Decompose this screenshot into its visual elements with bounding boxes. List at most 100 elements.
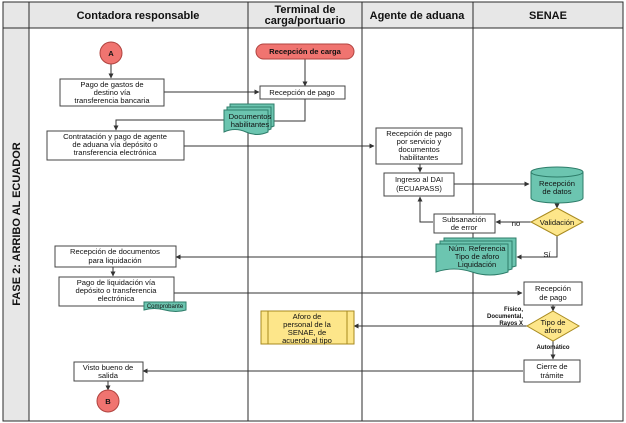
connector-b-label: B: [105, 397, 111, 406]
contratacion-l2: de aduana vía depósito o: [72, 140, 157, 149]
edge-label-fisico: Físico,Documental,Rayos X: [487, 307, 523, 327]
comprobante-text: Comprobante: [147, 304, 184, 310]
cierre-tramite-l2: trámite: [540, 371, 563, 380]
recepcion-pago-terminal-box: [259, 85, 346, 100]
recepcion-pago-senae-l2: de pago: [539, 293, 566, 302]
lane-title-aduana: Agente de aduana: [370, 10, 466, 22]
recepcion-documentos-l2: para liquidación: [88, 256, 141, 265]
contratacion-l3: transferencia electrónica: [74, 148, 158, 157]
aforo-personal-l4: acuerdo al tipo: [282, 336, 332, 345]
documentos-l1: Documentos: [229, 112, 272, 121]
recepcion-datos-cylinder: [530, 172, 584, 204]
validacion-decision: [529, 207, 585, 237]
edge-label-fisico-l2: Documental,: [487, 314, 523, 320]
edge-pago-docs: [269, 99, 306, 124]
recepcion-documentos-l1: Recepción de documentos: [70, 247, 160, 256]
pago-gastos-l1: Pago de gastos de: [80, 80, 143, 89]
visto-bueno-l2: salida: [98, 371, 119, 380]
num-referencia-l3: Liquidación: [458, 260, 496, 269]
edge-docs-contratacion: [113, 119, 224, 131]
recepcion-servicio-l1: Recepción de pago: [386, 129, 451, 138]
phase-band: [2, 27, 30, 422]
visto-bueno-l1: Visto bueno de: [83, 363, 134, 372]
recepcion-pago-servicio-box: [375, 127, 463, 165]
cierre-tramite-box: [523, 359, 581, 383]
ingreso-dai-l2: (ECUAPASS): [396, 184, 442, 193]
pago-gastos-l2: destino vía: [94, 88, 132, 97]
cierre-tramite-l1: Cierre de: [536, 362, 567, 371]
subsanacion-l1: Subsanación: [442, 215, 486, 224]
corner-cell: [2, 1, 30, 29]
num-referencia-l2: Tipo de aforo: [455, 252, 499, 261]
documentos-habilitantes-shape: [223, 109, 269, 135]
recepcion-datos-l2: de datos: [542, 187, 571, 196]
edge-label-fisico-l3: Rayos X: [499, 321, 523, 327]
edge-subsanacion-dai: [417, 196, 433, 223]
recepcion-carga-text: Recepción de carga: [269, 47, 342, 56]
edge-label-fisico-l1: Físico,: [504, 307, 523, 313]
recepcion-pago-terminal-text: Recepción de pago: [269, 88, 334, 97]
subsanacion-l2: de error: [451, 223, 478, 232]
recepcion-pago-senae-l1: Recepción: [535, 284, 571, 293]
lane-title-terminal-l2: carga/portuario: [265, 15, 346, 27]
lane-header-contadora: [28, 1, 249, 29]
num-referencia-l1: Núm. Referencia: [449, 244, 507, 253]
edge-validacion-si: [516, 236, 558, 260]
aforo-personal-l3: SENAE, de: [288, 328, 326, 337]
recepcion-documentos-box: [54, 245, 177, 268]
pago-liquidacion-l2: depósito o transferencia: [75, 286, 157, 295]
tipo-aforo-l1: Tipo de: [540, 318, 565, 327]
lane-header-terminal: [247, 1, 363, 29]
ingreso-dai-box: [383, 172, 455, 197]
contratacion-box: [46, 130, 185, 161]
connector-b: [96, 389, 120, 413]
comprobante-shape: [143, 301, 187, 312]
edge-label-si: Sí: [543, 250, 551, 259]
contratacion-l1: Contratación y pago de agente: [63, 132, 167, 141]
edge-label-automatico: Automático: [537, 345, 570, 351]
pago-liquidacion-l1: Pago de liquidación vía: [77, 278, 156, 287]
pago-gastos-l3: transferencia bancaria: [74, 96, 150, 105]
ingreso-dai-text: Ingreso al DAI(ECUAPASS): [395, 175, 443, 193]
recepcion-carga-event: [255, 43, 355, 60]
pago-gastos-box: [59, 78, 165, 107]
recepcion-servicio-l3: documentos: [398, 145, 440, 154]
aforo-personal-box: [260, 310, 355, 345]
aforo-personal-l1: Aforo de: [293, 312, 322, 321]
phase-label: FASE 2: ARRIBO AL ECUADOR: [11, 142, 23, 305]
ingreso-dai-l1: Ingreso al DAI: [395, 175, 443, 184]
pago-liquidacion-l3: electrónica: [98, 294, 135, 303]
validacion-text: Validación: [540, 218, 574, 227]
pago-liquidacion-box: [58, 276, 175, 307]
tipo-aforo-decision: [525, 310, 581, 342]
lane-title-senae: SENAE: [529, 10, 567, 22]
num-referencia-shape: [435, 243, 509, 276]
connector-a-label: A: [108, 49, 114, 58]
aforo-personal-l2: personal de la: [283, 320, 331, 329]
recepcion-servicio-l4: habilitantes: [400, 153, 439, 162]
subsanacion-box: [433, 213, 496, 234]
edge-label-no: no: [512, 219, 520, 228]
lane-title-contadora: Contadora responsable: [77, 10, 200, 22]
documentos-l2: habilitantes: [231, 120, 270, 129]
recepcion-servicio-l2: por servicio y: [397, 137, 442, 146]
lane-title-terminal-l1: Terminal de: [275, 4, 336, 16]
recepcion-datos-cylinder-top: [530, 166, 584, 178]
lane-header-senae: [472, 1, 624, 29]
recepcion-pago-senae-box: [523, 281, 583, 306]
